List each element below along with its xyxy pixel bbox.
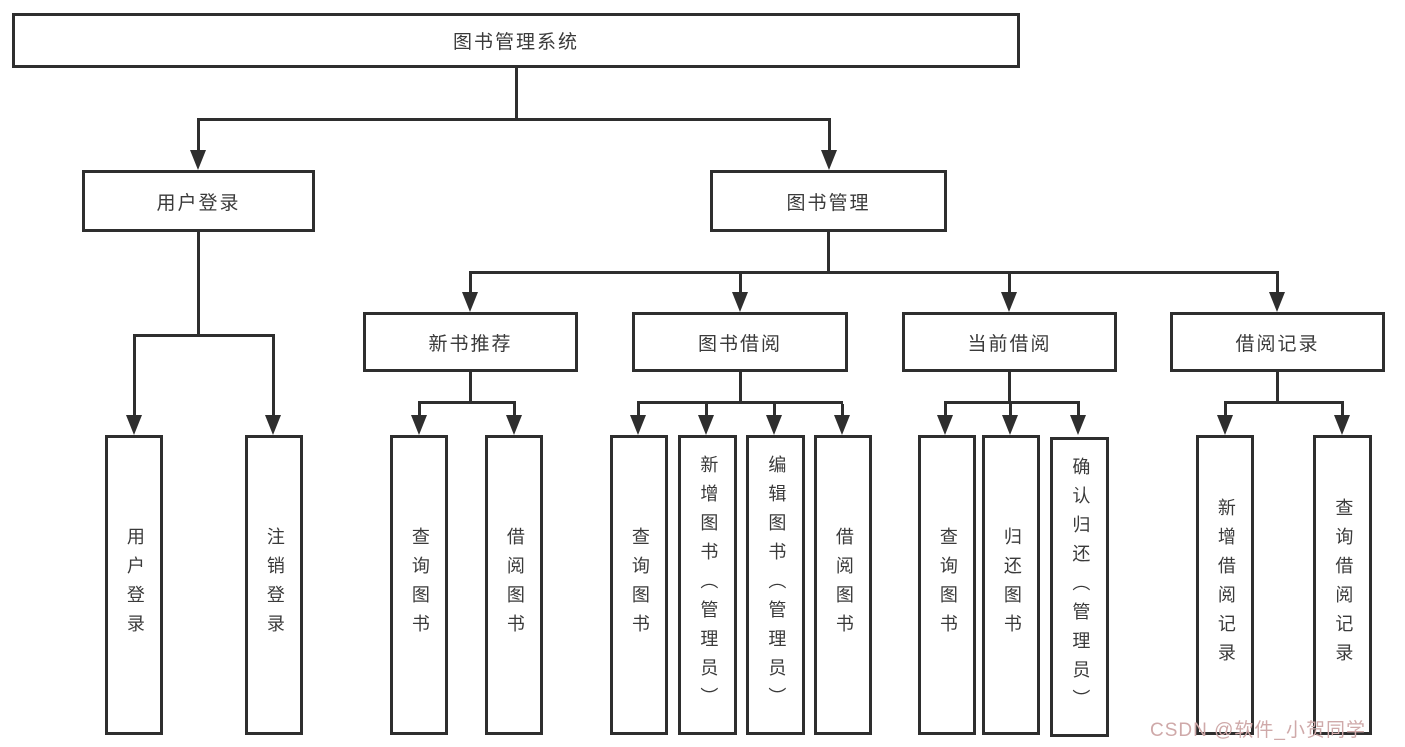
node-label: 借阅记录: [1235, 333, 1320, 355]
connector-bar: [637, 401, 843, 404]
leaf-add-borrow-record: 新增借阅记录: [1196, 435, 1254, 735]
node-label: 新书推荐: [428, 333, 513, 355]
connector-book-management-bar: [469, 271, 1279, 274]
node-label: 查询图书: [409, 527, 430, 643]
node-label: 编辑图书（管理员）: [766, 454, 787, 716]
connector-stem: [739, 372, 742, 403]
connector-drop: [637, 404, 640, 416]
node-label: 查询图书: [937, 527, 958, 643]
arrow-down-icon: [630, 415, 646, 435]
connector-drop: [705, 404, 708, 416]
connector-user-login-stem: [197, 232, 200, 335]
leaf-borrow-books-recommend: 借阅图书: [485, 435, 543, 735]
node-label: 借阅图书: [833, 527, 854, 643]
node-book-management: 图书管理: [710, 170, 947, 232]
arrow-down-icon: [1070, 415, 1086, 435]
connector-drop: [773, 404, 776, 416]
node-label: 图书管理系统: [452, 32, 579, 53]
connector-drop: [272, 337, 275, 416]
connector-stem: [1276, 372, 1279, 403]
arrow-down-icon: [937, 415, 953, 435]
arrow-down-icon: [411, 415, 427, 435]
connector-book-management-stem: [827, 232, 830, 272]
connector-drop-book-management: [828, 121, 831, 152]
connector-bar: [944, 401, 1080, 404]
connector-drop: [418, 404, 421, 416]
node-label: 图书借阅: [697, 333, 782, 355]
arrow-down-icon: [126, 415, 142, 435]
connector-root-stem: [515, 68, 518, 119]
connector-drop: [1009, 404, 1012, 416]
node-label: 归还图书: [1001, 527, 1022, 643]
node-label: 用户登录: [156, 192, 241, 214]
leaf-confirm-return-admin: 确认归还（管理员）: [1050, 437, 1109, 737]
connector-bar: [1224, 401, 1344, 404]
leaf-return-books: 归还图书: [982, 435, 1040, 735]
node-label: 图书管理: [786, 192, 871, 214]
leaf-query-books-current: 查询图书: [918, 435, 976, 735]
connector-drop: [1341, 404, 1344, 416]
leaf-query-books-recommend: 查询图书: [390, 435, 448, 735]
arrow-down-icon: [1269, 292, 1285, 312]
node-new-book-recommendation: 新书推荐: [363, 312, 578, 372]
connector-user-login-bar: [133, 334, 275, 337]
node-label: 新增图书（管理员）: [698, 454, 719, 716]
connector-drop: [1077, 404, 1080, 416]
node-label: 用户登录: [124, 527, 145, 643]
connector-drop-user-login: [197, 121, 200, 152]
arrow-down-icon: [506, 415, 522, 435]
leaf-borrow-books: 借阅图书: [814, 435, 872, 735]
node-borrowing-records: 借阅记录: [1170, 312, 1385, 372]
connector-drop: [469, 274, 472, 294]
watermark: CSDN @软件_小贺同学: [1150, 720, 1366, 741]
connector-stem: [469, 372, 472, 403]
arrow-down-icon: [190, 150, 206, 170]
leaf-logout: 注销登录: [245, 435, 303, 735]
node-label: 确认归还（管理员）: [1070, 456, 1091, 718]
connector-drop: [944, 404, 947, 416]
arrow-down-icon: [698, 415, 714, 435]
node-label: 新增借阅记录: [1215, 498, 1236, 672]
arrow-down-icon: [834, 415, 850, 435]
leaf-query-books-borrowing: 查询图书: [610, 435, 668, 735]
leaf-query-borrow-record: 查询借阅记录: [1313, 435, 1372, 735]
connector-stem: [1008, 372, 1011, 403]
node-book-borrowing: 图书借阅: [632, 312, 848, 372]
arrow-down-icon: [462, 292, 478, 312]
arrow-down-icon: [1334, 415, 1350, 435]
connector-drop: [133, 337, 136, 416]
connector-drop: [841, 404, 844, 416]
node-label: 借阅图书: [504, 527, 525, 643]
leaf-edit-books-admin: 编辑图书（管理员）: [746, 435, 805, 735]
node-label: 注销登录: [264, 527, 285, 643]
arrow-down-icon: [1002, 415, 1018, 435]
node-library-management-system: 图书管理系统: [12, 13, 1020, 68]
connector-bar: [418, 401, 516, 404]
connector-root-bar: [197, 118, 831, 121]
node-label: 查询借阅记录: [1333, 498, 1354, 672]
node-user-login: 用户登录: [82, 170, 315, 232]
arrow-down-icon: [265, 415, 281, 435]
arrow-down-icon: [732, 292, 748, 312]
arrow-down-icon: [821, 150, 837, 170]
leaf-add-books-admin: 新增图书（管理员）: [678, 435, 737, 735]
node-label: 查询图书: [629, 527, 650, 643]
node-current-borrowing: 当前借阅: [902, 312, 1117, 372]
connector-drop: [739, 274, 742, 294]
arrow-down-icon: [766, 415, 782, 435]
connector-drop: [1224, 404, 1227, 416]
leaf-user-login: 用户登录: [105, 435, 163, 735]
node-label: 当前借阅: [967, 333, 1052, 355]
connector-drop: [513, 404, 516, 416]
connector-drop: [1276, 274, 1279, 294]
arrow-down-icon: [1001, 292, 1017, 312]
arrow-down-icon: [1217, 415, 1233, 435]
connector-drop: [1008, 274, 1011, 294]
